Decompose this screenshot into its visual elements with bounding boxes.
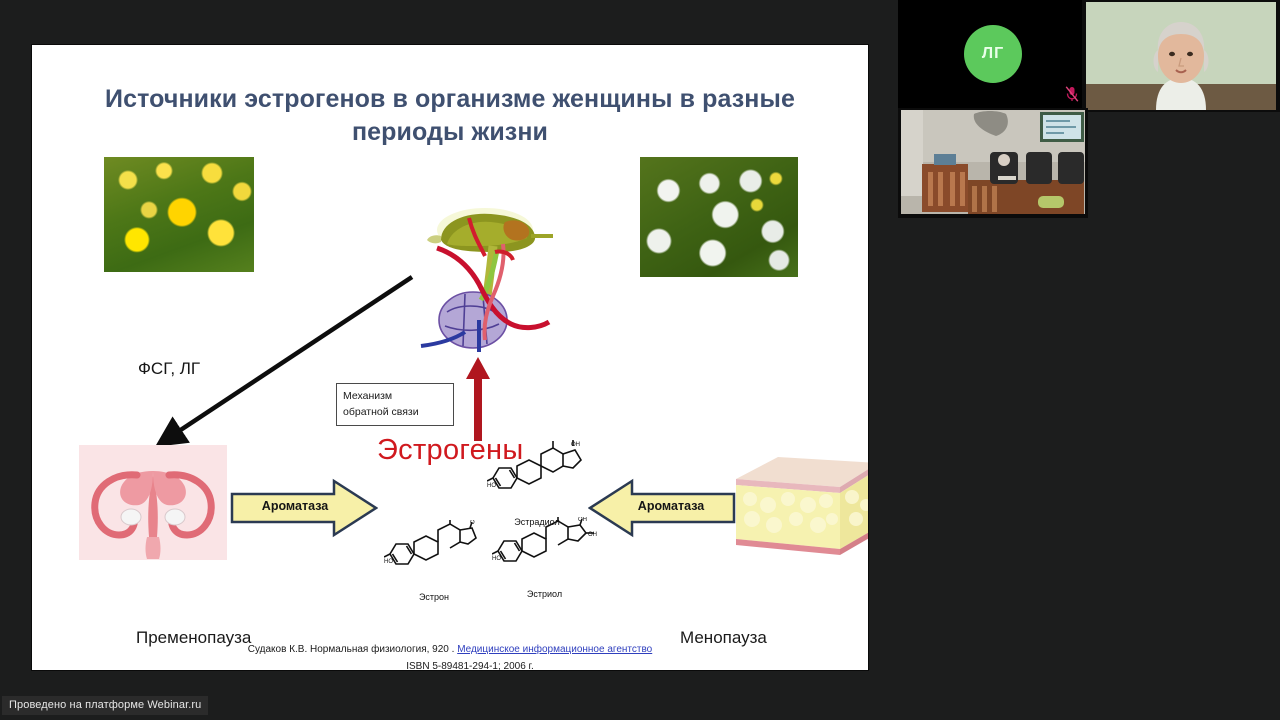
platform-watermark: Проведено на платформе Webinar.ru (2, 696, 209, 715)
svg-text:O: O (470, 520, 475, 526)
menopause-label: Менопауза (680, 628, 767, 647)
estrogen-feedback-arrow (460, 357, 496, 441)
aromatase-arrow-right: Ароматаза (587, 478, 736, 538)
adipose-tissue-block-illustration (720, 453, 868, 558)
video-tile-webcam[interactable] (1082, 0, 1280, 112)
gonadotropins-label: ФСГ, ЛГ (138, 359, 201, 378)
white-dandelion-seedheads-photo (640, 157, 798, 277)
feedback-mechanism-box: Механизм обратной связи (336, 383, 454, 426)
feedback-line-1: Механизм (343, 390, 393, 402)
steroid-structure-estriol: HO OH OH Эстриол (491, 517, 597, 599)
hypothalamus-pituitary-illustration (407, 200, 567, 360)
steroid-structure-estrone: HO O Эстрон (383, 520, 484, 602)
steroid-name-estriol: Эстриол (526, 589, 563, 599)
citation-publisher-link[interactable]: Медицинское информационное агентство (457, 644, 653, 655)
premenopause-label: Пременопауза (136, 628, 252, 647)
presentation-slide[interactable]: Источники эстрогенов в организме женщины… (32, 45, 868, 670)
steroid-structure-estradiol: HO OH Эстрадиол (486, 440, 587, 527)
estrogens-label: Эстрогены (377, 434, 524, 466)
aromatase-arrow-left: Ароматаза (230, 478, 379, 538)
avatar-initials: ЛГ (981, 45, 1005, 62)
citation-isbn: ISBN 5-89481-294-1; 2006 г. (406, 660, 534, 671)
feedback-line-2: обратной связи (343, 405, 419, 418)
uterus-ovaries-illustration (79, 445, 227, 560)
microphone-muted-icon (1065, 86, 1079, 102)
avatar: ЛГ (964, 25, 1022, 83)
svg-text:HO: HO (384, 559, 393, 565)
citation: Судаков К.В. Нормальная физиология, 920 … (32, 642, 868, 670)
svg-text:OH: OH (578, 517, 587, 523)
svg-text:OH: OH (588, 532, 597, 538)
hormone-flow-arrow (142, 265, 432, 455)
steroid-name-estrone: Эстрон (418, 592, 450, 602)
yellow-dandelions-photo (104, 157, 254, 272)
video-panel: ЛГ (898, 0, 1280, 220)
slide-title: Источники эстрогенов в организме женщины… (105, 85, 795, 146)
svg-text:HO: HO (487, 483, 496, 489)
svg-text:OH: OH (571, 442, 580, 448)
video-tile-speaker[interactable]: ЛГ (898, 0, 1088, 108)
steroid-name-estradiol: Эстрадиол (514, 517, 560, 527)
video-tile-conference-room[interactable] (898, 108, 1088, 218)
svg-text:HO: HO (492, 556, 501, 562)
citation-author-work: Судаков К.В. Нормальная физиология, 920 … (247, 644, 455, 655)
